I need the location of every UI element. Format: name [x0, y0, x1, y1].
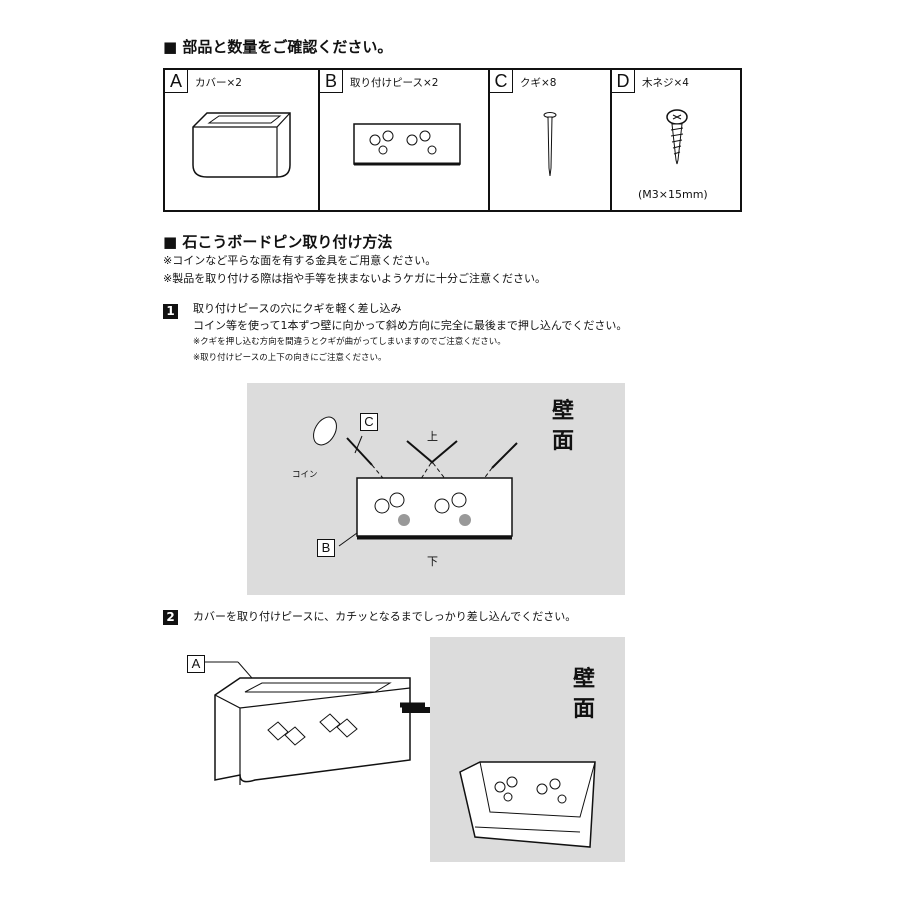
step-text: 取り付けピースの穴にクギを軽く差し込み [193, 302, 402, 315]
top-label: 上 [427, 430, 438, 443]
wall-label: 壁面 [573, 667, 596, 722]
install-heading: ■ 石こうボードピン取り付け方法 [163, 233, 393, 251]
wood-screw-illustration [666, 109, 688, 165]
part-name: 取り付けピース×2 [350, 77, 439, 89]
step-number: 2 [163, 610, 178, 625]
step-number: 1 [163, 304, 178, 319]
wall-label: 壁面 [552, 399, 575, 454]
label-a: A [187, 655, 205, 673]
part-name: カバー×2 [195, 77, 242, 89]
label-b: B [317, 539, 335, 557]
part-c-cell: C クギ×8 [488, 68, 612, 212]
nail-insertion-illustration [313, 416, 518, 547]
note: ※コインなど平らな面を有する金具をご用意ください。 [163, 254, 437, 267]
part-d-cell: D 木ネジ×4 (M3×15mm) [610, 68, 742, 212]
part-letter: D [612, 70, 635, 93]
cover-illustration [192, 112, 291, 178]
diagram-step1: 壁面 C B コイン 上 下 [247, 383, 625, 595]
label-c: C [360, 413, 378, 431]
part-letter: B [320, 70, 343, 93]
step-note: ※取り付けピースの上下の向きにご注意ください。 [193, 353, 387, 363]
step-note: ※クギを押し込む方向を間違うとクギが曲がってしまいますのでご注意ください。 [193, 337, 506, 347]
part-name: 木ネジ×4 [642, 77, 689, 89]
part-letter: A [165, 70, 188, 93]
mounted-piece-illustration [459, 761, 596, 848]
nail-illustration [543, 112, 557, 177]
note: ※製品を取り付ける際は指や手等を挟まないようケガに十分ご注意ください。 [163, 272, 546, 285]
step-text: コイン等を使って1本ずつ壁に向かって斜め方向に完全に最後まで押し込んでください。 [193, 319, 628, 332]
part-a-cell: A カバー×2 [163, 68, 320, 212]
coin-label: コイン [292, 470, 318, 480]
part-name: クギ×8 [520, 77, 557, 89]
screw-spec: (M3×15mm) [638, 188, 708, 201]
mounting-piece-illustration [353, 123, 461, 166]
parts-heading: ■ 部品と数量をご確認ください。 [163, 38, 393, 56]
parts-table: A カバー×2 B 取り付けピース×2 C クギ×8 D 木ネジ×4 (M3×15mm) [163, 68, 742, 212]
cover-attach-illustration [204, 661, 425, 785]
bottom-label: 下 [427, 555, 438, 568]
part-b-cell: B 取り付けピース×2 [318, 68, 490, 212]
part-letter: C [490, 70, 513, 93]
step-text: カバーを取り付けピースに、カチッとなるまでしっかり差し込んでください。 [193, 610, 577, 623]
diagram-step2: 壁面 [430, 637, 625, 862]
